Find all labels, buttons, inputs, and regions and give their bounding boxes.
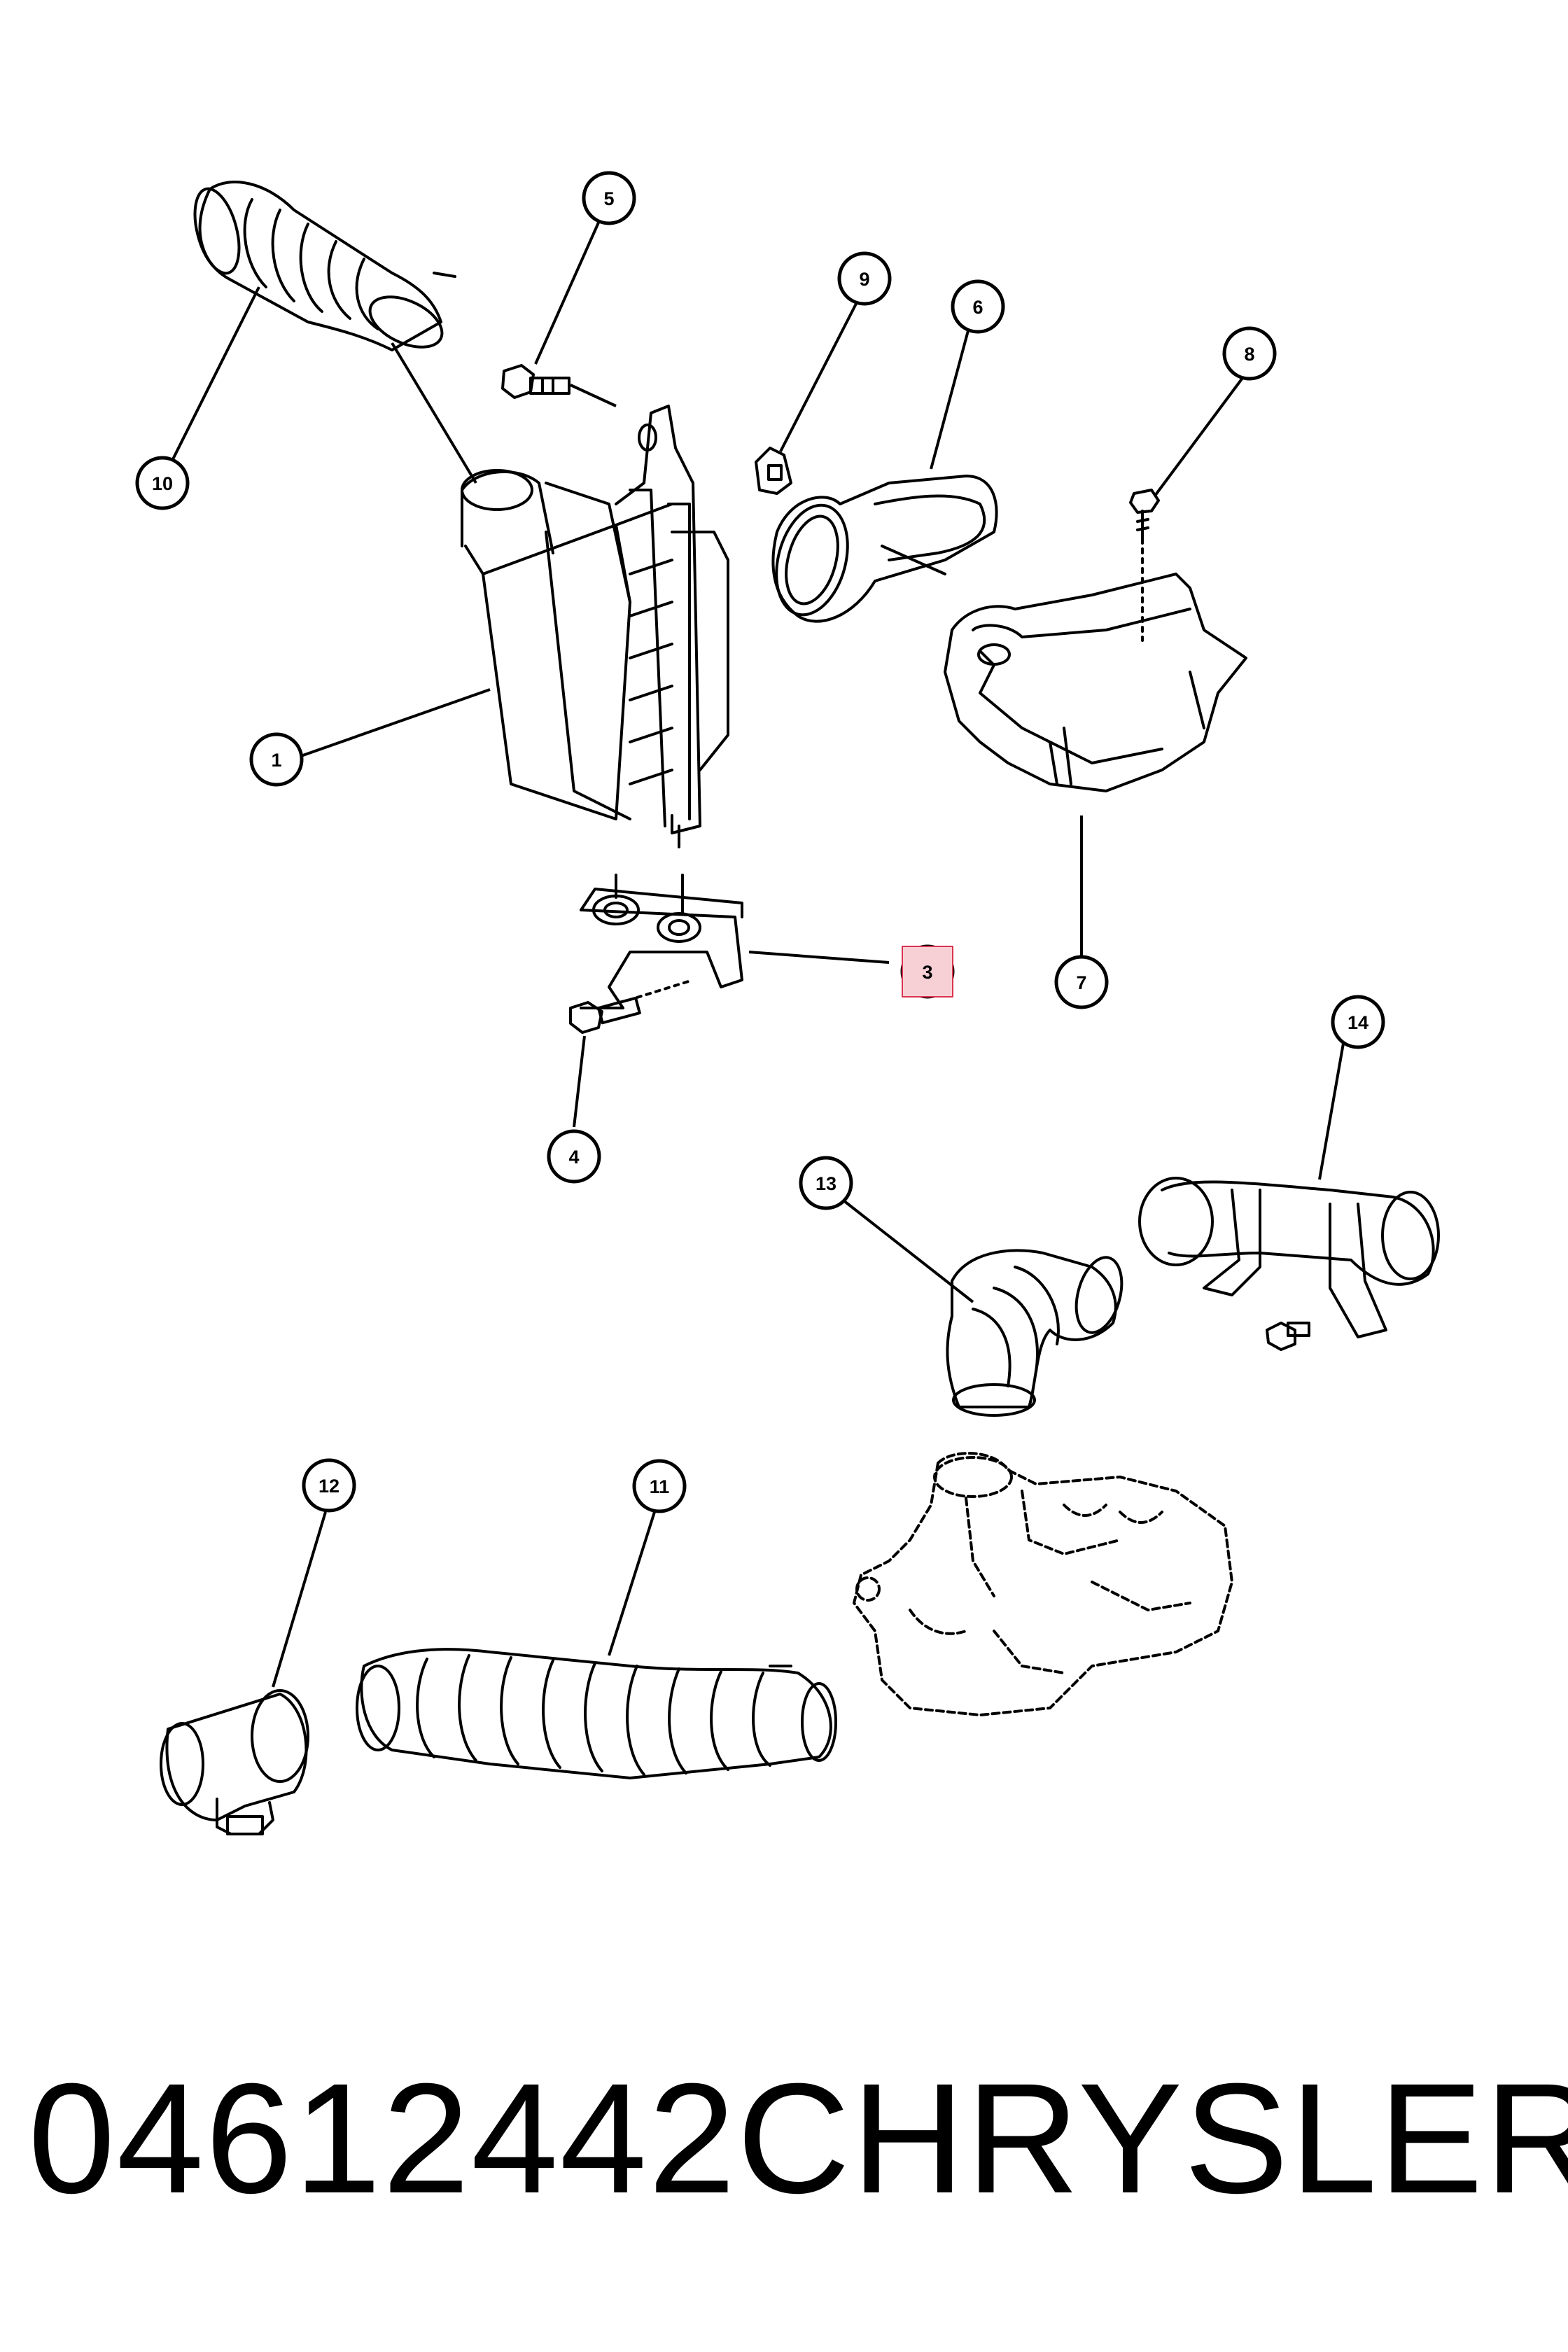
callout-label: 10 — [152, 473, 173, 494]
part-14-tube-with-brackets — [1138, 1177, 1440, 1351]
callout-label: 9 — [859, 269, 869, 290]
callout-1: 1 — [249, 732, 304, 787]
part-1-air-cleaner-housing — [461, 405, 729, 848]
part-3-bracket — [580, 874, 743, 1009]
footer: 04612442 CHRYSLER — [28, 2044, 1568, 2233]
callout-11: 11 — [632, 1459, 687, 1513]
callout-10: 10 — [135, 456, 190, 510]
callout-label: 14 — [1348, 1012, 1368, 1033]
part-6-intake-duct — [771, 475, 998, 623]
callout-6: 6 — [951, 279, 1005, 334]
callout-5: 5 — [582, 171, 636, 225]
part-7-cover — [944, 573, 1247, 792]
callout-7: 7 — [1054, 955, 1109, 1009]
callout-4: 4 — [547, 1129, 601, 1184]
part-8-screw — [1129, 489, 1160, 642]
brand-name: CHRYSLER — [736, 2051, 1568, 2226]
callout-3: 3 — [900, 944, 955, 999]
callout-label: 13 — [816, 1173, 836, 1194]
callout-label: 12 — [318, 1476, 340, 1497]
callout-label: 7 — [1076, 972, 1086, 993]
part-number: 04612442 — [28, 2051, 737, 2226]
callout-8: 8 — [1222, 326, 1277, 381]
part-5-bolt — [501, 364, 570, 399]
callout-label: 3 — [922, 962, 932, 983]
callout-13: 13 — [799, 1156, 853, 1210]
callout-label: 6 — [972, 297, 983, 318]
part-4-bolt — [569, 979, 694, 1034]
part-12-sensor-tube — [160, 1689, 309, 1835]
callout-highlight — [902, 946, 953, 997]
callout-14: 14 — [1331, 995, 1385, 1049]
part-11-long-hose — [356, 1648, 837, 1779]
callout-label: 4 — [568, 1147, 579, 1168]
callout-label: 5 — [603, 188, 614, 209]
callout-label: 11 — [650, 1476, 670, 1497]
callout-label: 8 — [1244, 344, 1254, 365]
part-9-clip-nut — [755, 447, 792, 495]
engine-assembly — [853, 1452, 1233, 1716]
callout-12: 12 — [302, 1458, 356, 1513]
callout-label: 1 — [271, 750, 281, 771]
callout-9: 9 — [837, 251, 892, 306]
part-13-elbow-hose — [946, 1249, 1124, 1417]
part-10-intake-hose — [193, 181, 456, 351]
